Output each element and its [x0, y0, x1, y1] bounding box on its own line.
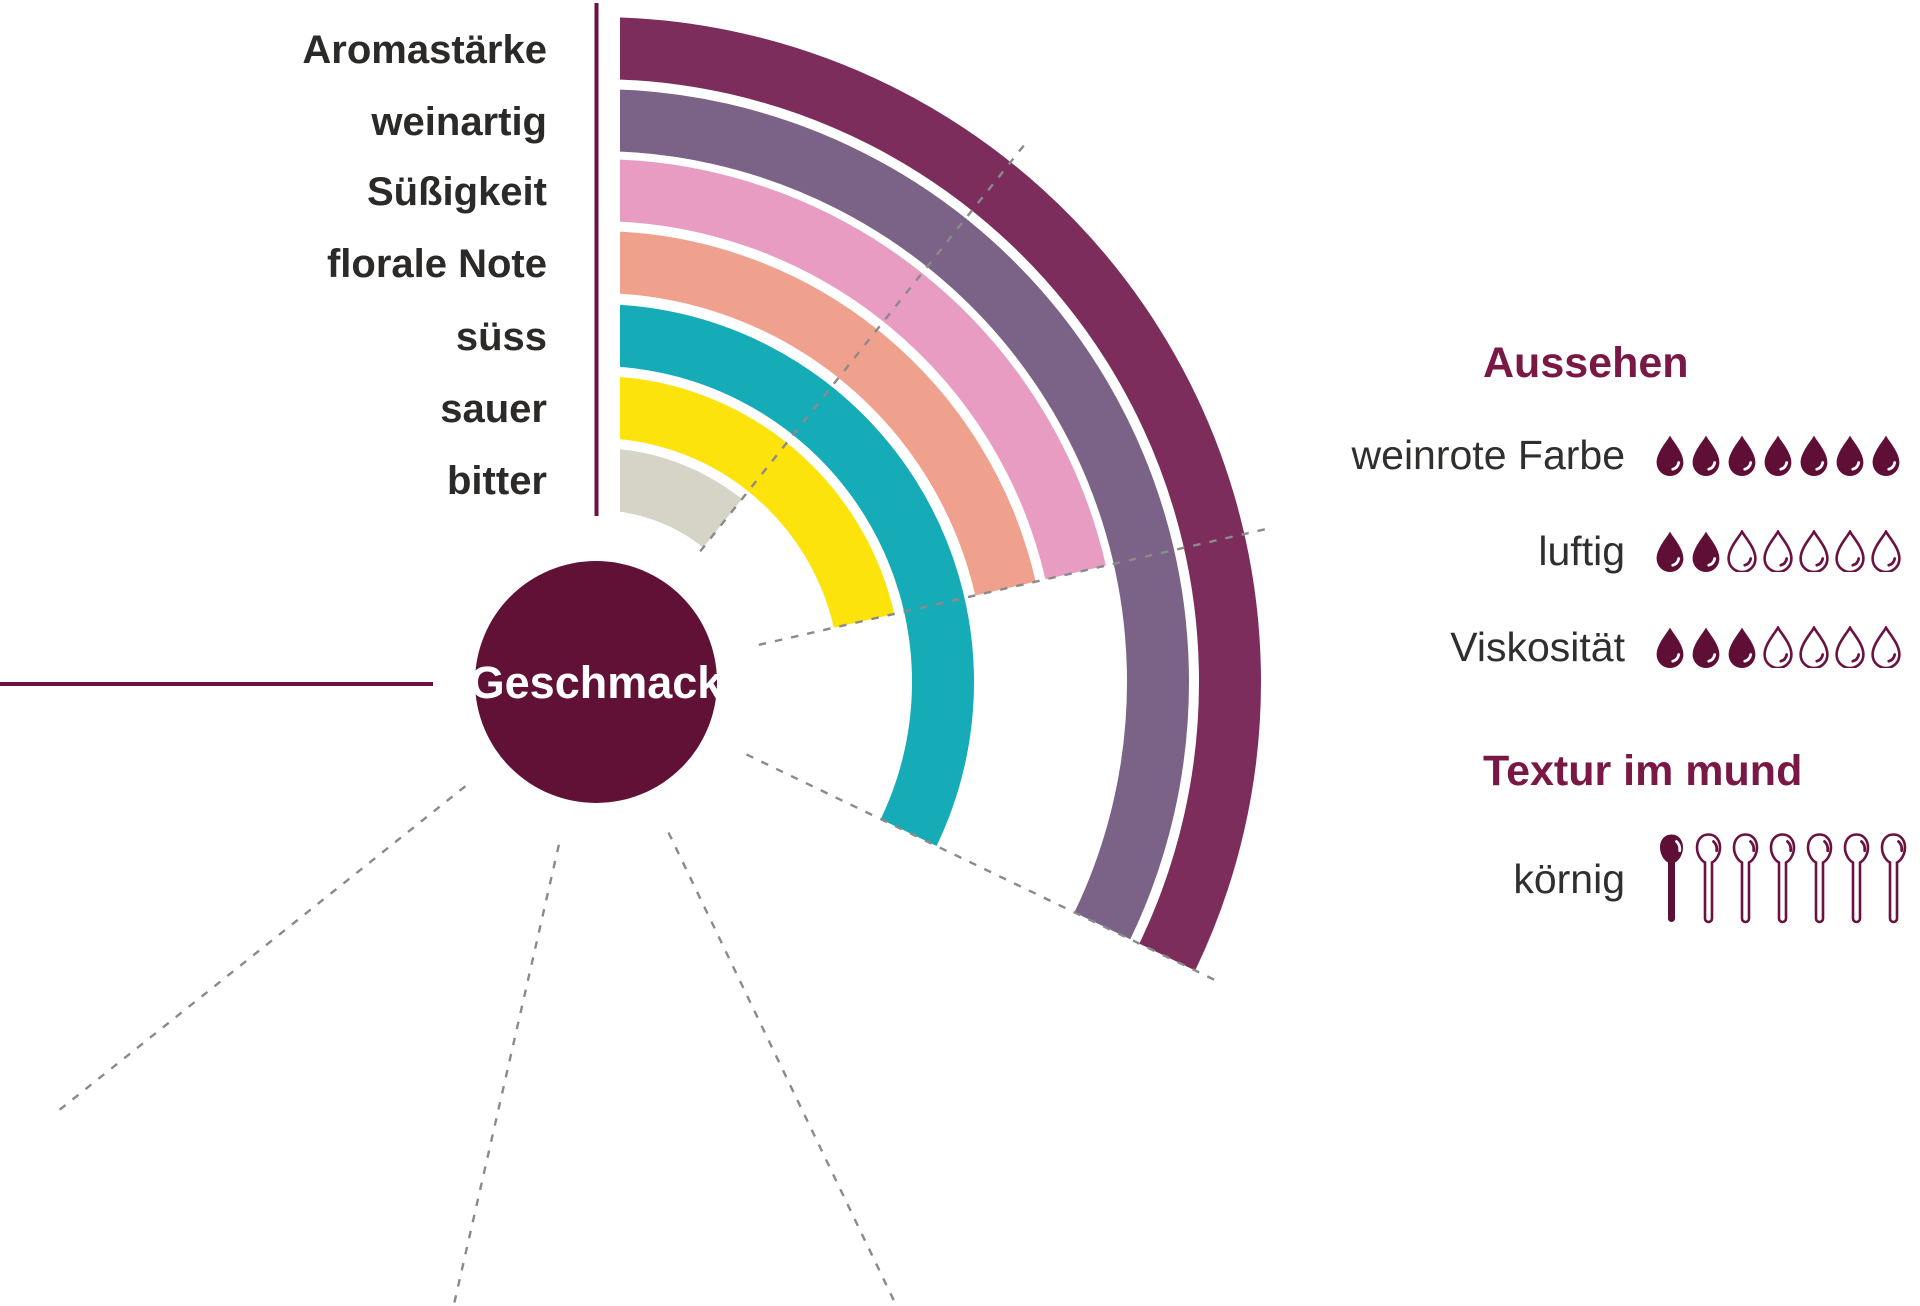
- category-label: Süßigkeit: [366, 170, 547, 214]
- drop-icon-empty: [1799, 530, 1829, 572]
- scale-spoke-dashed-line: [667, 831, 898, 1306]
- drop-icon-filled: [1872, 435, 1900, 476]
- band-arc: [595, 89, 1189, 940]
- drop-icon-empty: [1799, 626, 1829, 668]
- rating-icons: [1655, 530, 1901, 572]
- rating-row-label: Viskosität: [1450, 624, 1625, 670]
- spoon-icon-empty: [1695, 833, 1722, 924]
- band-arc: [595, 159, 1106, 580]
- spoon-icon-filled: [1660, 834, 1683, 922]
- hub-circle: [475, 561, 717, 803]
- axis-gap-strip: [598, 0, 620, 516]
- rating-icons: [1655, 434, 1901, 476]
- rating-icons: [1655, 626, 1901, 668]
- drop-icon-empty: [1835, 530, 1865, 572]
- category-label: Aromastärke: [302, 28, 547, 72]
- band-arc: [595, 304, 974, 846]
- band-arc: [595, 17, 1261, 971]
- spoon-icon-empty: [1732, 833, 1759, 924]
- drop-icon-empty: [1835, 626, 1865, 668]
- drop-icon-filled: [1692, 435, 1720, 476]
- scale-spoke-dashed-line: [452, 844, 561, 1306]
- rating-row-label: luftig: [1538, 528, 1625, 574]
- scale-spoke-dashed-line: [758, 526, 1271, 647]
- drop-icon-filled: [1836, 435, 1864, 476]
- category-label: süss: [455, 315, 547, 359]
- category-label: florale Note: [326, 242, 547, 286]
- category-label: sauer: [440, 387, 547, 431]
- spoon-icon-empty: [1806, 833, 1833, 924]
- rating-row-label: körnig: [1513, 856, 1625, 902]
- rating-row-label: weinrote Farbe: [1351, 432, 1625, 478]
- drop-icon-empty: [1871, 530, 1901, 572]
- drop-icon-filled: [1728, 435, 1756, 476]
- hub-label: Geschmack: [470, 657, 724, 708]
- drop-icon-filled: [1764, 435, 1792, 476]
- drop-icon-filled: [1656, 435, 1684, 476]
- drop-icon-empty: [1871, 626, 1901, 668]
- category-label: weinartig: [371, 100, 547, 144]
- section-title: Textur im mund: [1483, 747, 1803, 795]
- scale-spoke-dashed-line: [699, 140, 1029, 553]
- section-title: Aussehen: [1483, 339, 1689, 387]
- band-arc: [595, 376, 895, 629]
- drop-icon-filled: [1692, 531, 1720, 572]
- drop-icon-filled: [1800, 435, 1828, 476]
- spoon-icon-empty: [1843, 833, 1870, 924]
- drop-icon-filled: [1656, 531, 1684, 572]
- drop-icon-filled: [1728, 627, 1756, 668]
- scale-spoke-dashed-line: [54, 785, 467, 1115]
- drop-icon-empty: [1763, 530, 1793, 572]
- drop-icon-filled: [1656, 627, 1684, 668]
- category-label: bitter: [447, 459, 547, 503]
- rating-icons: [1655, 833, 1910, 925]
- drop-icon-empty: [1763, 626, 1793, 668]
- spoon-icon-empty: [1880, 833, 1907, 924]
- drop-icon-empty: [1727, 530, 1757, 572]
- spoon-icon-empty: [1769, 833, 1796, 924]
- scale-spoke-dashed-line: [745, 753, 1220, 984]
- drop-icon-filled: [1692, 627, 1720, 668]
